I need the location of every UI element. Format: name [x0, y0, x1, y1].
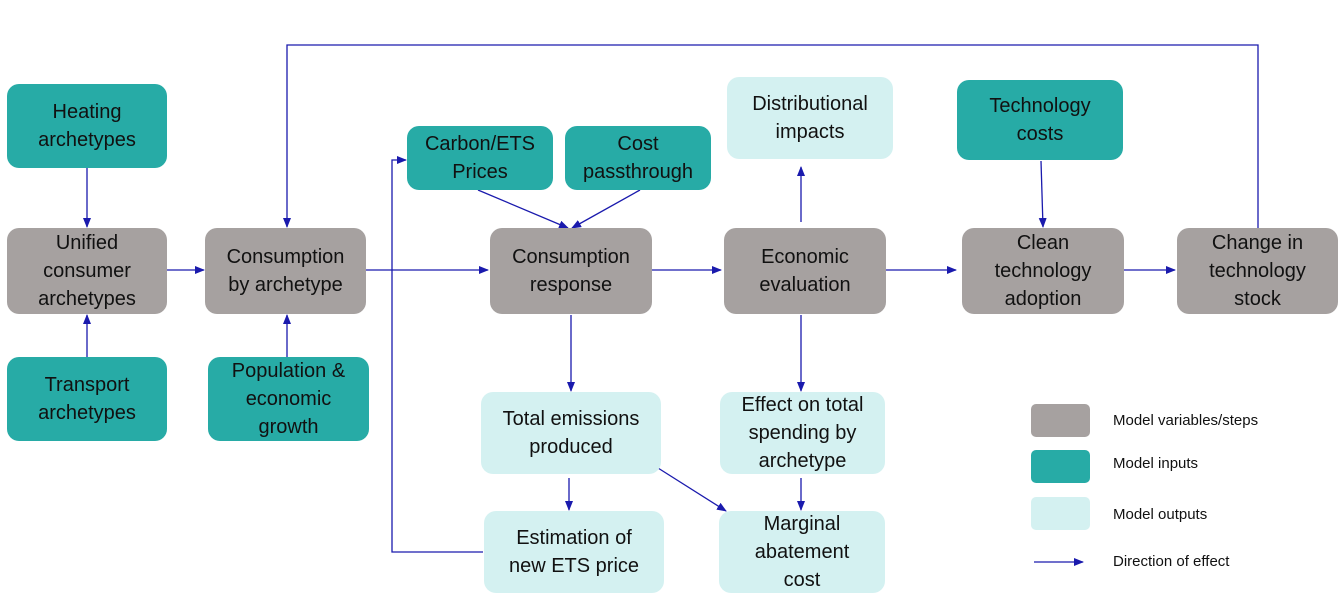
node-distributional-impacts: Distributional impacts	[727, 77, 893, 159]
node-heating-archetypes: Heating archetypes	[7, 84, 167, 168]
legend-swatch-variables	[1031, 404, 1090, 437]
node-total-emissions: Total emissions produced	[481, 392, 661, 474]
node-consumption-response: Consumption response	[490, 228, 652, 314]
legend-label-variables: Model variables/steps	[1113, 412, 1259, 429]
node-change-in-technology-stock: Change in technology stock	[1177, 228, 1338, 314]
node-transport-archetypes: Transport archetypes	[7, 357, 167, 441]
node-marginal-abatement-cost: Marginal abatement cost	[719, 511, 885, 593]
node-effect-on-spending: Effect on total spending by archetype	[720, 392, 885, 474]
node-clean-technology-adoption: Clean technology adoption	[962, 228, 1124, 314]
node-population-growth: Population & economic growth	[208, 357, 369, 441]
arrow-stock-feedback-loop	[283, 44, 1259, 228]
legend-label-outputs: Model outputs	[1113, 506, 1208, 523]
arrow-emissions-to-mac	[657, 467, 727, 512]
arrow-carbon-to-response	[477, 189, 569, 229]
node-unified-consumer-archetypes: Unified consumer archetypes	[7, 228, 167, 314]
legend-label-inputs: Model inputs	[1113, 455, 1199, 472]
node-estimation-ets-price: Estimation of new ETS price	[484, 511, 664, 593]
legend-swatch-outputs	[1031, 497, 1090, 530]
node-cost-passthrough: Cost passthrough	[565, 126, 711, 190]
node-economic-evaluation: Economic evaluation	[724, 228, 886, 314]
arrow-techcosts-to-adoption	[1038, 160, 1047, 228]
arrow-passthrough-to-response	[571, 189, 641, 229]
node-carbon-ets-prices: Carbon/ETS Prices	[407, 126, 553, 190]
node-technology-costs: Technology costs	[957, 80, 1123, 160]
legend-swatch-inputs	[1031, 450, 1090, 483]
node-consumption-by-archetype: Consumption by archetype	[205, 228, 366, 314]
legend-label-direction: Direction of effect	[1113, 553, 1230, 570]
arrow-estimation-feedback	[391, 156, 483, 553]
